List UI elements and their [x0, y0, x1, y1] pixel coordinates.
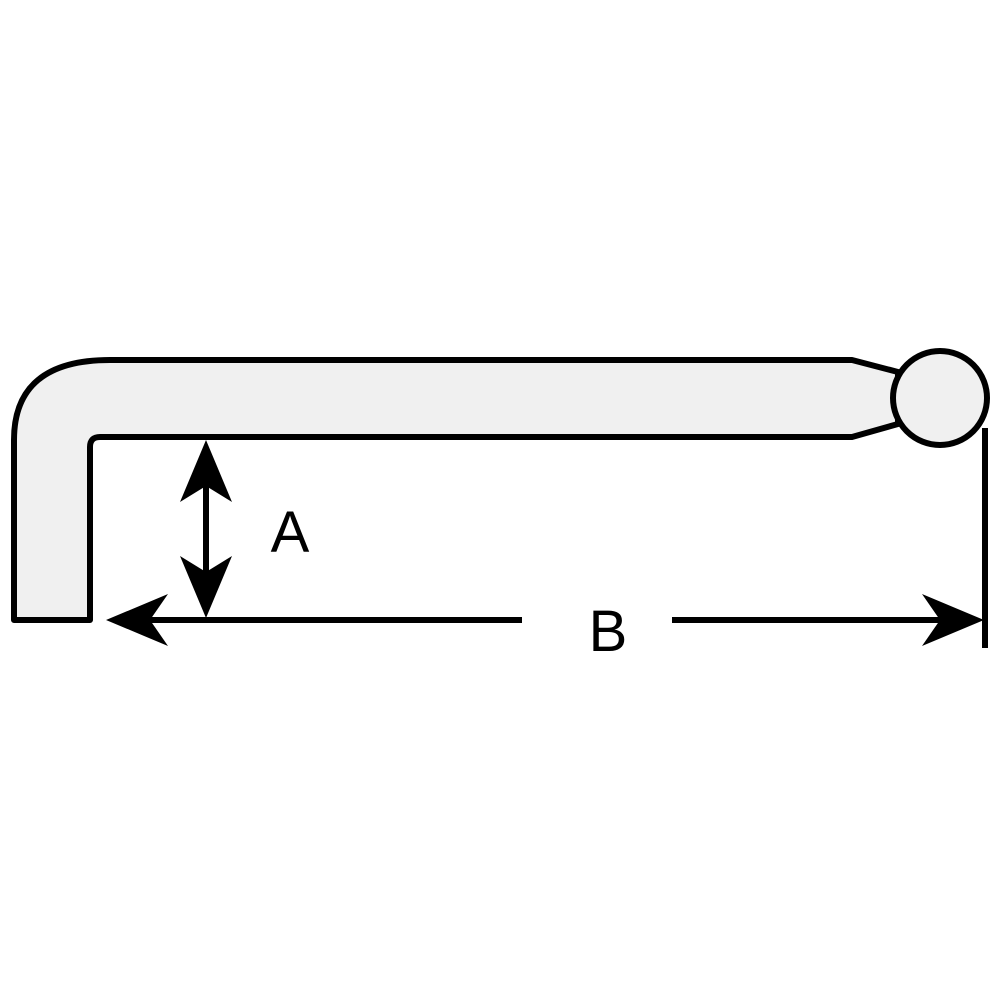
dimension-b-label: B: [589, 599, 628, 664]
dimension-b-arrow: [106, 594, 984, 646]
hex-key-body: [11, 357, 901, 623]
dimension-a-arrow: [180, 440, 232, 618]
ball-end-icon: [890, 348, 990, 448]
dimension-a-label: A: [271, 500, 310, 565]
